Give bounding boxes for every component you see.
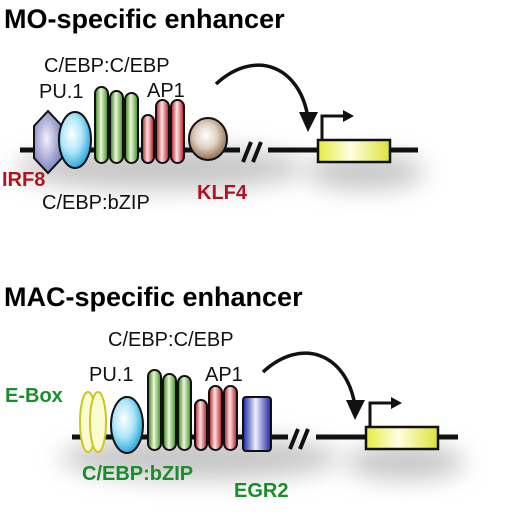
- pu1-ellipse: [110, 396, 144, 454]
- cebp-cebp-label: C/EBP:C/EBP: [108, 329, 234, 351]
- egr2-label: EGR2: [234, 480, 288, 502]
- ap1-pill: [223, 385, 238, 451]
- gene-shadow: [345, 444, 465, 480]
- ebox-label: E-Box: [5, 385, 63, 407]
- activation-arrow-icon: [261, 351, 357, 407]
- irf8-label: IRF8: [2, 169, 45, 191]
- panel-mo: MO-specific enhancer C/EBP:C/EBP PU.1: [2, 4, 425, 214]
- tss-arrow-head-icon: [343, 110, 354, 122]
- ap1-label: AP1: [205, 364, 243, 386]
- pu1-label: PU.1: [39, 81, 83, 103]
- cebp-pill: [94, 86, 109, 164]
- cebp-cebp-label: C/EBP:C/EBP: [44, 55, 170, 77]
- ebox-ellipse: [89, 391, 107, 453]
- cebp-pill: [162, 373, 177, 451]
- klf4-label: KLF4: [197, 182, 248, 204]
- panel-mac: MAC-specific enhancer C/EBP:C/EBP: [4, 282, 465, 502]
- gene-box: [316, 138, 392, 164]
- irf8-hexagon: [33, 109, 63, 175]
- tss-arrow-icon: [368, 401, 392, 427]
- panel-title: MAC-specific enhancer: [4, 282, 303, 312]
- cebp-bzip-label: C/EBP:bZIP: [42, 192, 150, 214]
- ap1-pill: [155, 99, 170, 164]
- activation-arrow-head-icon: [346, 400, 365, 420]
- tss-arrow-icon: [320, 114, 344, 140]
- klf4-circle: [188, 117, 228, 161]
- cebp-bzip-pill: [194, 399, 208, 451]
- tss-arrow-head-icon: [391, 397, 402, 409]
- ap1-pill: [170, 99, 185, 164]
- gene-box: [364, 425, 440, 451]
- activation-arrow-head-icon: [299, 112, 318, 132]
- ap1-pill: [208, 385, 223, 451]
- cebp-pill: [109, 90, 124, 164]
- cebp-pill: [177, 375, 192, 451]
- panel-title: MO-specific enhancer: [4, 4, 285, 34]
- cebp-bzip-label: C/EBP:bZIP: [82, 463, 193, 485]
- egr2-box: [242, 396, 272, 452]
- dna-break-icon: [241, 141, 263, 163]
- cebp-pill: [147, 369, 162, 451]
- cebp-pill: [124, 92, 139, 164]
- dna-break-icon: [288, 428, 310, 450]
- cebp-bzip-pill: [141, 114, 155, 164]
- ap1-label: AP1: [147, 80, 185, 102]
- activation-arrow-icon: [214, 63, 310, 119]
- pu1-ellipse: [58, 111, 92, 169]
- pu1-label: PU.1: [89, 364, 133, 386]
